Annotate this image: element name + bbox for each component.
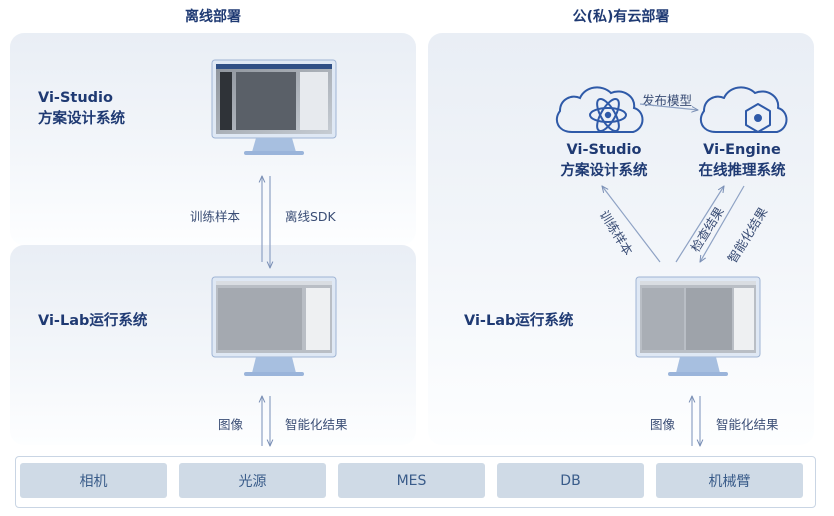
device-mes: MES <box>338 463 485 498</box>
cloud-train-arrow <box>602 186 661 263</box>
cloud-panel <box>428 33 814 445</box>
cloud-lab-label: Vi-Lab运行系统 <box>464 313 574 329</box>
cloud-atom-icon <box>555 86 644 133</box>
cloud-inspect-arrow <box>675 186 724 263</box>
cloud-result-label: 智能化结果 <box>716 417 779 432</box>
offline-studio-name: Vi-Studio <box>38 90 113 106</box>
cloud-publish-label: 发布模型 <box>642 93 693 108</box>
device-camera: 相机 <box>20 463 167 498</box>
monitor-icon <box>211 59 337 155</box>
offline-section-title: 离线部署 <box>185 9 241 25</box>
offline-image-label: 图像 <box>218 417 244 432</box>
cloud-image-label: 图像 <box>650 417 676 432</box>
cloud-hexagon-icon <box>699 86 788 133</box>
offline-studio-desc: 方案设计系统 <box>38 111 125 127</box>
device-robot-arm: 机械臂 <box>656 463 803 498</box>
cloud-section-title: 公(私)有云部署 <box>572 9 670 25</box>
cloud-smart-arrow <box>700 185 745 262</box>
offline-sdk-label: 离线SDK <box>285 209 336 224</box>
device-light-source: 光源 <box>179 463 326 498</box>
cloud-studio-desc: 方案设计系统 <box>560 163 648 179</box>
monitor-icon <box>635 276 761 376</box>
offline-train-label: 训练样本 <box>190 209 241 224</box>
device-db: DB <box>497 463 644 498</box>
cloud-studio-label: Vi-Studio 方案设计系统 <box>544 140 664 182</box>
cloud-engine-label: Vi-Engine 在线推理系统 <box>682 140 802 182</box>
monitor-icon <box>211 276 337 376</box>
publish-arrow <box>639 103 698 110</box>
offline-lab-label: Vi-Lab运行系统 <box>38 313 148 329</box>
cloud-engine-name: Vi-Engine <box>703 142 781 158</box>
cloud-engine-desc: 在线推理系统 <box>698 163 786 179</box>
cloud-studio-name: Vi-Studio <box>566 142 642 158</box>
offline-result-label: 智能化结果 <box>285 417 348 432</box>
offline-studio-label: Vi-Studio 方案设计系统 <box>38 88 125 130</box>
